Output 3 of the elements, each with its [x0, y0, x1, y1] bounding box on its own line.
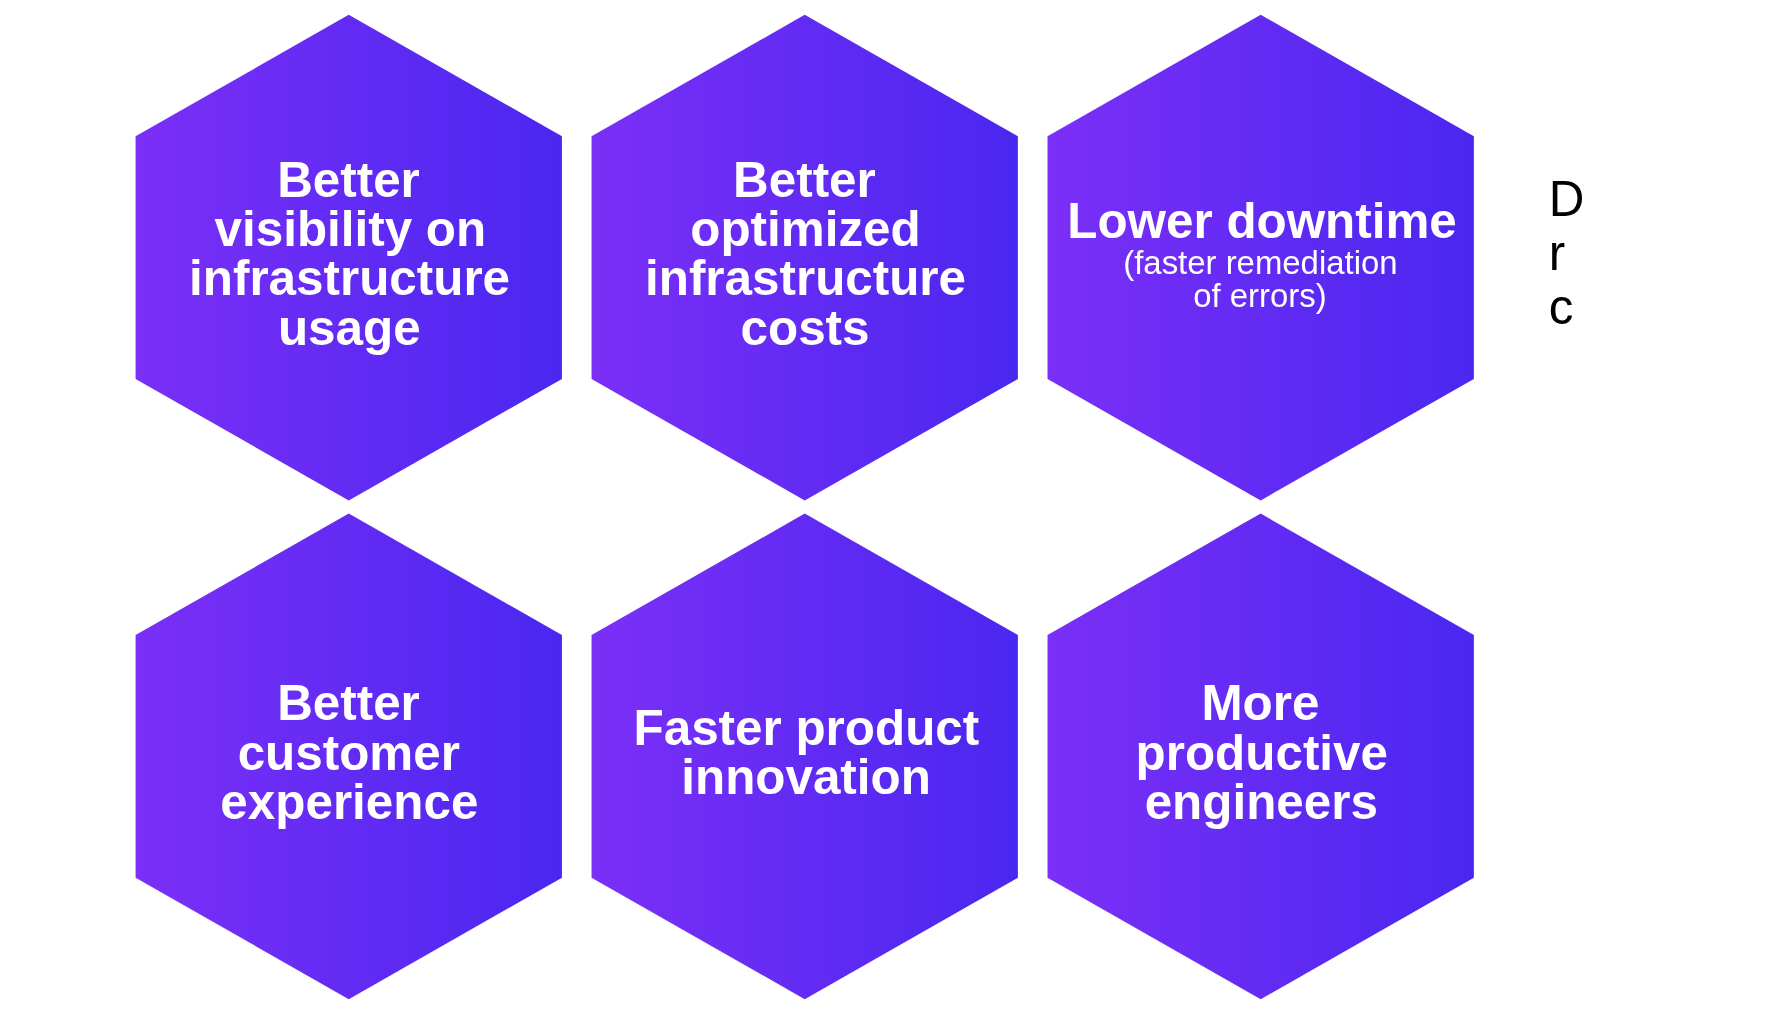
label: r [1548, 224, 1566, 280]
label: D [1548, 170, 1585, 226]
label: c [1548, 279, 1574, 335]
